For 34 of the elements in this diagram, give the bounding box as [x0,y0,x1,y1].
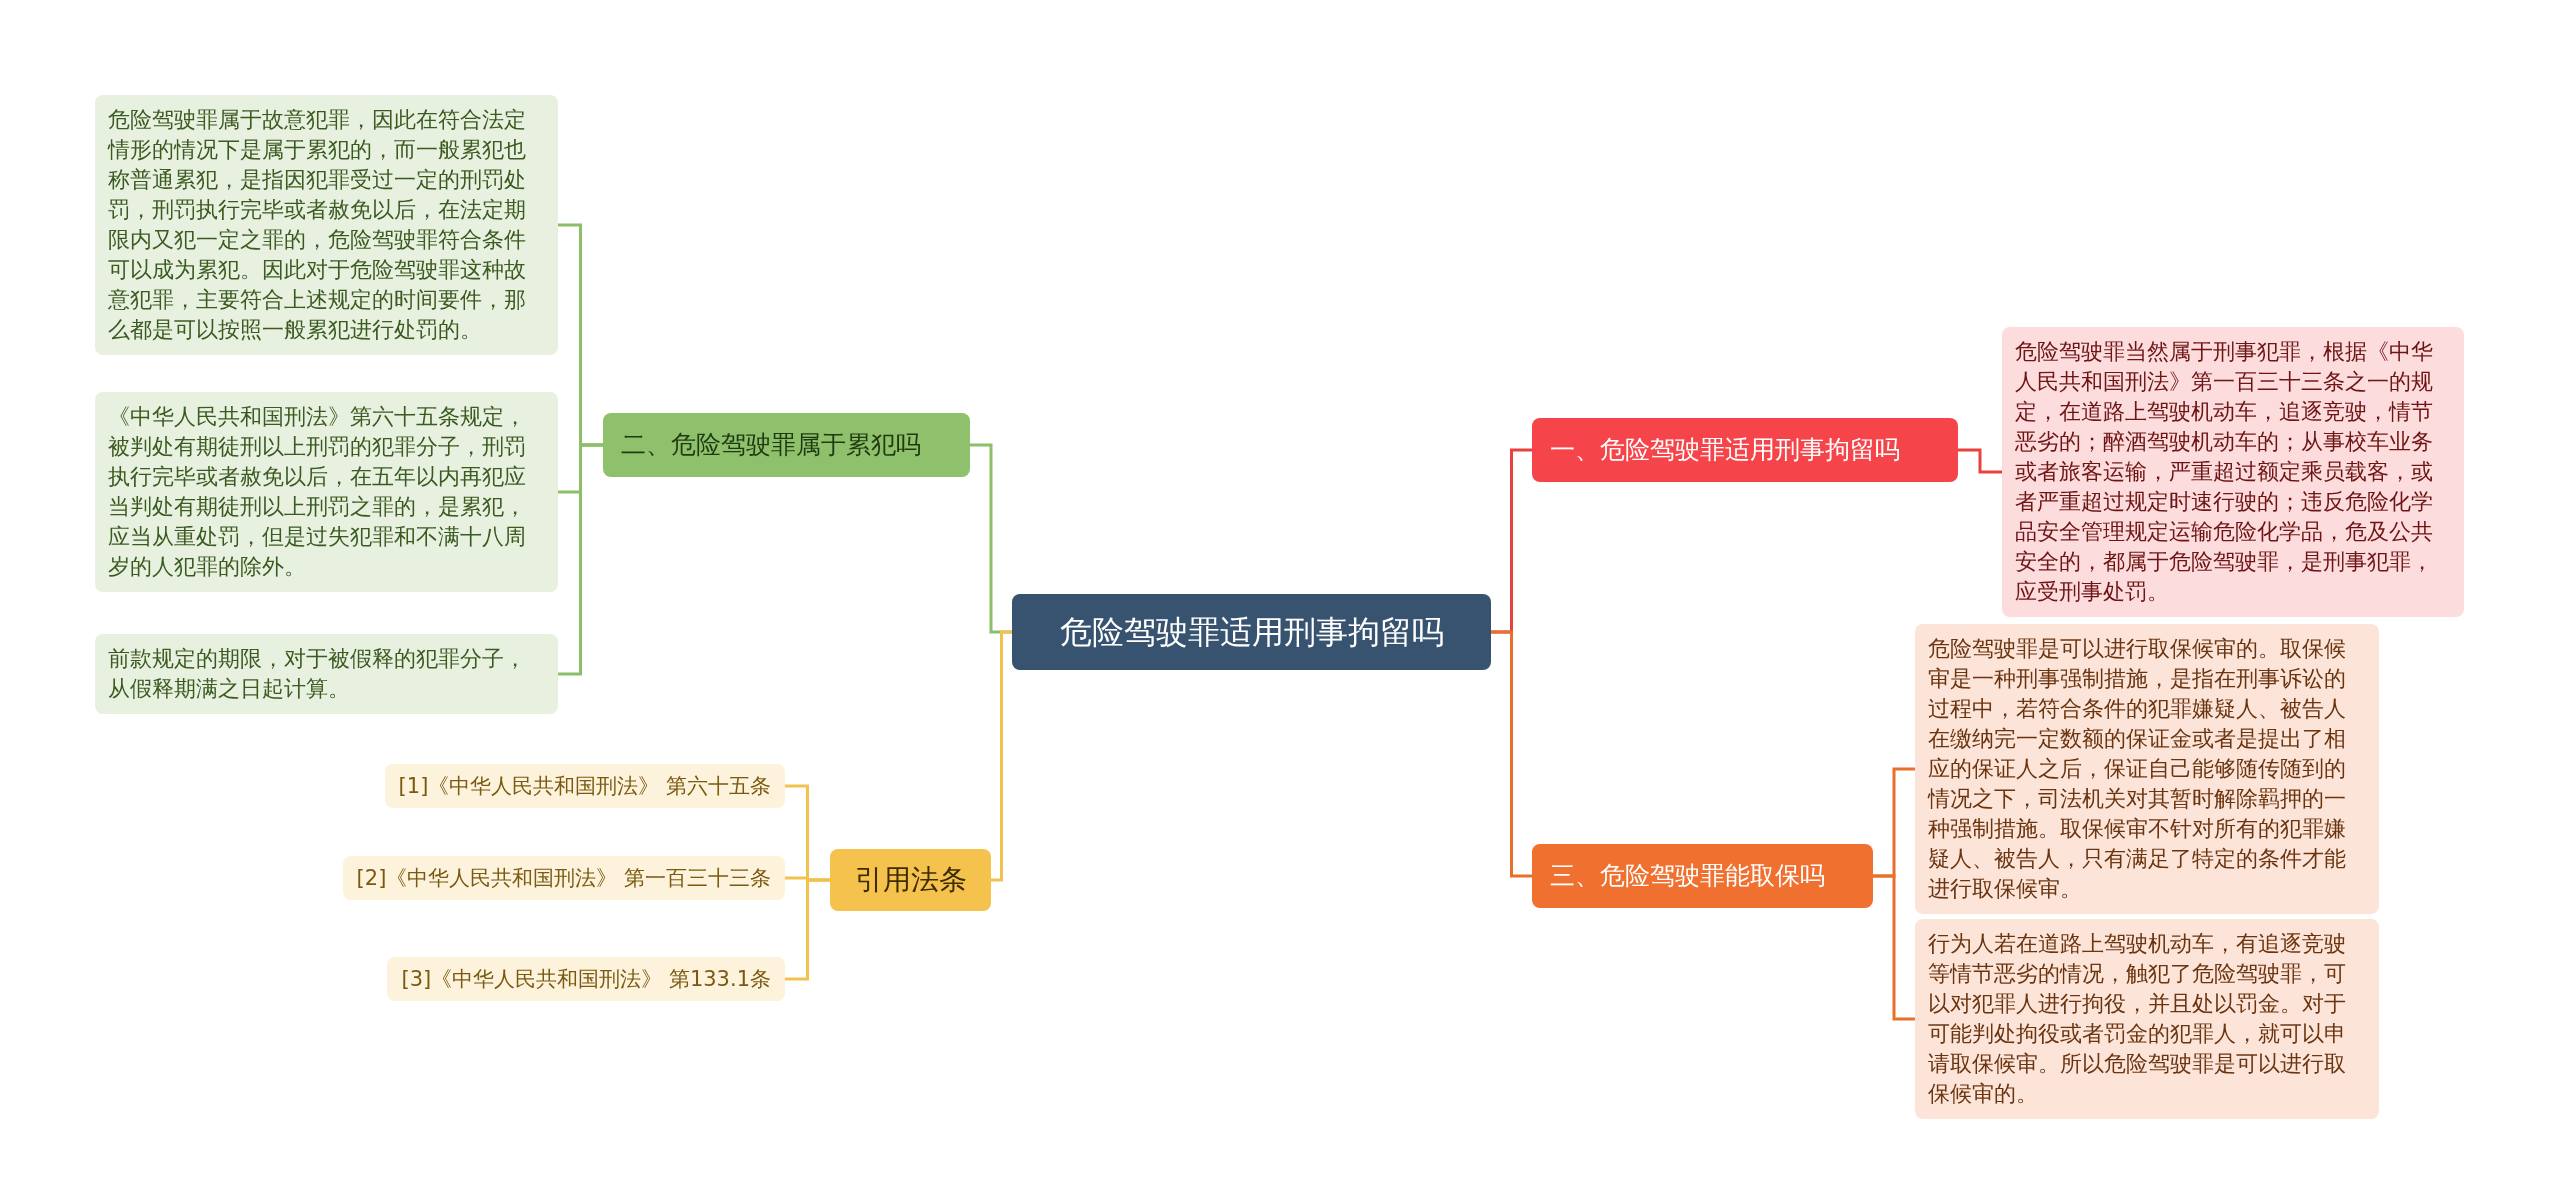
node-text: 危险驾驶罪适用刑事拘留吗 [1058,612,1445,653]
detail-note-box [95,392,558,592]
detail-note-box [95,634,558,714]
node-text: [1]《中华人民共和国刑法》 第六十五条 [398,773,771,800]
connector-line [1873,874,1915,1021]
branch-topic-box [1532,844,1873,908]
node-text: 危险驾驶罪是可以进行取保候审的。取保候审是一种刑事强制措施，是指在刑事诉讼的过程中，若符合条件的犯罪嫌疑人、被告人在缴纳完一定数额的保证金或者是提出了相应的保证人之后，保证自己能够随传随到的情况之下，司法机关对其暂时解除羁押的一种强制措施。取保候审不针对所有的犯罪嫌疑人、被告人，只有满足了特定的条件才能进行取保候审。 [1928,635,2347,903]
connector-line [1958,448,2002,474]
node-text: 三、危险驾驶罪能取保吗 [1550,860,1826,892]
connector-line [991,630,1012,882]
citation-box [387,957,785,1001]
node-text: 危险驾驶罪属于故意犯罪，因此在符合法定情形的情况下是属于累犯的，而一般累犯也称普通累犯，是指因犯罪受过一定的刑罚处罚，刑罚执行完毕或者赦免以后，在法定期限内又犯一定之罪的，危险驾驶罪符合条件可以成为累犯。因此对于危险驾驶罪这种故意犯罪，主要符合上述规定的时间要件，那么都是可以按照一般累犯进行处罚的。 [108,106,527,344]
connector-line [558,443,603,676]
node-text: 前款规定的期限，对于被假释的犯罪分子，从假释期满之日起计算。 [108,645,527,703]
branch-topic-box [603,413,970,477]
branch-topic-box [830,849,991,911]
detail-note-box [1915,624,2379,914]
detail-note-box [2002,327,2464,617]
central-topic-box [1012,594,1491,670]
connector-line [1491,630,1532,878]
connector-line [785,878,830,981]
detail-note-box [1915,919,2379,1119]
citation-box [342,856,785,900]
node-text: [3]《中华人民共和国刑法》 第133.1条 [401,966,771,993]
node-text: [2]《中华人民共和国刑法》 第一百三十三条 [356,865,771,892]
citation-box [384,764,785,808]
detail-note-box [95,95,558,355]
branch-topic-box [1532,418,1958,482]
node-text: 一、危险驾驶罪适用刑事拘留吗 [1550,434,1901,466]
node-text: 引用法条 [853,862,968,898]
node-text: 《中华人民共和国刑法》第六十五条规定，被判处有期徒刑以上刑罚的犯罪分子，刑罚执行完毕或者赦免以后，在五年以内再犯应当判处有期徒刑以上刑罚之罪的，是累犯，应当从重处罚，但是过失犯罪和不满十八周岁的人犯罪的除外。 [108,403,527,581]
node-text: 危险驾驶罪当然属于刑事犯罪，根据《中华人民共和国刑法》第一百三十三条之一的规定，在道路上驾驶机动车，追逐竞驶，情节恶劣的；醉酒驾驶机动车的；从事校车业务或者旅客运输，严重超过额定乘员载客，或者严重超过规定时速行驶的；违反危险化学品安全管理规定运输危险化学品，危及公共安全的，都属于危险驾驶罪，是刑事犯罪，应受刑事处罚。 [2015,338,2434,606]
node-text: 行为人若在道路上驾驶机动车，有追逐竞驶等情节恶劣的情况，触犯了危险驾驶罪，可以对犯罪人进行拘役，并且处以罚金。对于可能判处拘役或者罚金的犯罪人，就可以申请取保候审。所以危险驾驶罪是可以进行取保候审的。 [1928,930,2347,1108]
node-text: 二、危险驾驶罪属于累犯吗 [621,429,922,461]
